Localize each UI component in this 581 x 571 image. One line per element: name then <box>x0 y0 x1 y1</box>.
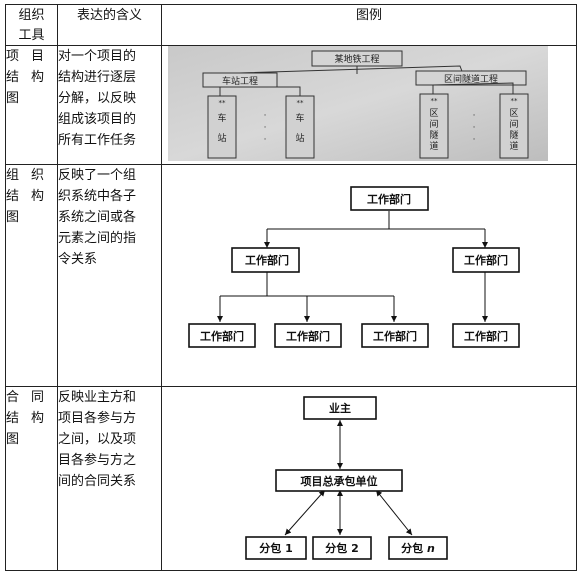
left-node-label: 车站工程 <box>222 75 258 87</box>
leaf-box <box>285 95 315 159</box>
organization-structure-diagram: 工作部门 工作部门 工作部门 工作部门 工作部门 工作部门 工作部门 <box>188 186 520 348</box>
org-node-label: 工作部门 <box>245 253 289 267</box>
owner-box <box>303 396 377 420</box>
org-node-box <box>452 323 520 348</box>
project-structure-diagram: 某地铁工程 车站工程 区间隧道工程 ** ** ** ** 车站 车站 区间隧道 区间… <box>168 46 548 161</box>
meaning-line: 反映了一个组 <box>58 168 137 183</box>
subcontract-box <box>312 536 372 560</box>
tool-name-cell: 项目 结构 图 <box>5 45 58 165</box>
leaf-box <box>499 93 529 159</box>
tool-char: 图 <box>6 210 20 225</box>
subcontract-box <box>245 536 307 560</box>
header-tool-line-2: 工具 <box>18 28 45 43</box>
org-node-box <box>188 323 256 348</box>
meaning-line: 结构进行逐层 <box>58 70 137 85</box>
leaf-label: 区间隧道 <box>509 108 518 152</box>
meaning-line: 织系统中各子 <box>58 189 137 204</box>
header-meaning-cell: 表达的含义 <box>57 4 162 46</box>
right-node-box <box>415 70 527 86</box>
org-node-box <box>452 247 520 273</box>
tool-char: 结 <box>6 70 20 85</box>
leaf-label: 车站 <box>295 112 304 144</box>
org-node-label: 工作部门 <box>200 329 244 343</box>
subn-label: 分包 n <box>401 541 435 555</box>
org-node-box <box>274 323 342 348</box>
org-node-label: 工作部门 <box>286 329 330 343</box>
tool-char: 同 <box>30 390 44 405</box>
meaning-line: 项目各参与方 <box>58 411 137 426</box>
contract-structure-diagram: 业主 项目总承包单位 分包 1 分包 2 分包 n <box>245 396 448 560</box>
ellipsis-dots: · <box>264 135 267 145</box>
meaning-line: 目各参与方之 <box>58 453 137 468</box>
tool-char: 构 <box>30 411 44 426</box>
org-node-label: 工作部门 <box>464 329 508 343</box>
contractor-box <box>275 469 403 492</box>
org-node-box <box>361 323 429 348</box>
org-node-box <box>231 247 300 273</box>
meaning-line: 反映业主方和 <box>58 390 137 405</box>
meaning-cell: 反映了一个组 织系统中各子 系统之间或各 元素之间的指 令关系 <box>57 164 162 387</box>
subcontract-box <box>388 536 448 560</box>
meaning-line: 元素之间的指 <box>58 231 137 246</box>
tool-char: 组 <box>6 168 20 183</box>
leaf-label: 车站 <box>217 112 226 144</box>
ellipsis-dots: · <box>264 123 267 133</box>
tool-char: 结 <box>6 411 20 426</box>
tool-name-cell: 组织 结构 图 <box>5 164 58 387</box>
leaf-mark: ** <box>431 97 439 105</box>
root-node-label: 某地铁工程 <box>334 53 379 65</box>
right-node-label: 区间隧道工程 <box>444 73 498 85</box>
tool-char: 构 <box>30 70 44 85</box>
ellipsis-dots: · <box>264 111 267 121</box>
meaning-line: 系统之间或各 <box>58 210 137 225</box>
tool-name-cell: 合同 结构 图 <box>5 386 58 571</box>
subn-suffix: n <box>427 542 435 555</box>
meaning-cell: 反映业主方和 项目各参与方 之间，以及项 目各参与方之 间的合同关系 <box>57 386 162 571</box>
header-tool-line-1: 组织 <box>18 8 45 23</box>
leaf-mark: ** <box>297 99 305 107</box>
meaning-line: 组成该项目的 <box>58 112 137 127</box>
contractor-label: 项目总承包单位 <box>301 474 378 488</box>
tool-char: 结 <box>6 189 20 204</box>
meaning-cell: 对一个项目的 结构进行逐层 分解，以反映 组成该项目的 所有工作任务 <box>57 45 162 165</box>
meaning-line: 分解，以反映 <box>58 91 137 106</box>
ellipsis-dots: · <box>473 123 476 133</box>
meaning-line: 之间，以及项 <box>58 432 137 447</box>
tool-char: 目 <box>30 49 44 64</box>
tool-char: 合 <box>6 390 20 405</box>
sub2-label: 分包 2 <box>325 541 358 555</box>
meaning-line: 对一个项目的 <box>58 49 137 64</box>
tool-char: 构 <box>30 189 44 204</box>
ellipsis-dots: · <box>473 135 476 145</box>
ellipsis-dots: · <box>473 111 476 121</box>
tool-char: 织 <box>30 168 44 183</box>
meaning-line: 令关系 <box>58 252 98 267</box>
leaf-mark: ** <box>511 97 519 105</box>
tool-char: 项 <box>6 49 20 64</box>
leaf-mark: ** <box>219 99 227 107</box>
subn-prefix: 分包 <box>401 541 427 555</box>
org-node-label: 工作部门 <box>464 253 508 267</box>
tool-char: 图 <box>6 432 20 447</box>
header-tool-cell: 组织 工具 <box>5 4 58 46</box>
leaf-box <box>207 95 237 159</box>
meaning-line: 所有工作任务 <box>58 133 137 148</box>
tool-char: 图 <box>6 91 20 106</box>
org-node-label: 工作部门 <box>367 192 411 206</box>
meaning-line: 间的合同关系 <box>58 474 137 489</box>
org-node-box <box>350 186 429 211</box>
leaf-label: 区间隧道 <box>429 108 438 152</box>
org-node-label: 工作部门 <box>373 329 417 343</box>
table-header-row: 组织 工具 表达的含义 图例 <box>5 4 577 46</box>
header-example-cell: 图例 <box>161 4 577 46</box>
sub1-label: 分包 1 <box>259 541 292 555</box>
owner-label: 业主 <box>329 401 351 415</box>
leaf-box <box>419 93 449 159</box>
